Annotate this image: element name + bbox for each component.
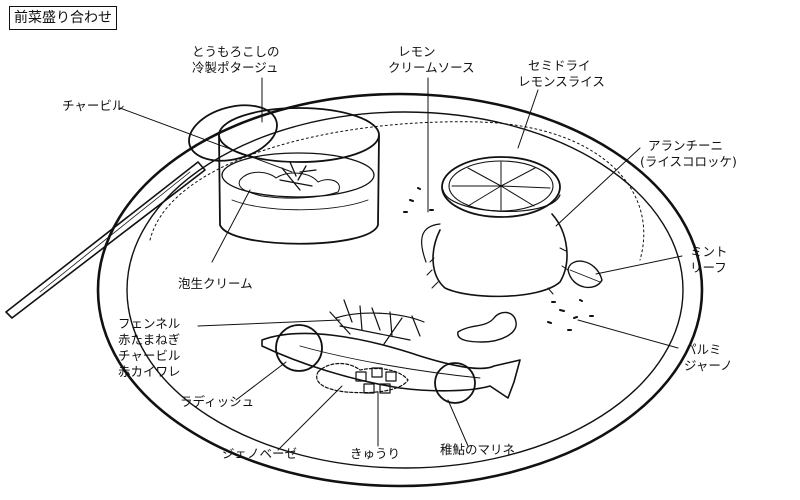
- leader-parmigiano: [577, 319, 679, 349]
- glass-rim: [218, 107, 380, 163]
- label-soup-line1: とうもろこしの: [192, 44, 280, 59]
- label-cream-line1: 泡生クリーム: [178, 276, 253, 291]
- label-garnish-line4: 赤カイワレ: [118, 364, 181, 379]
- label-radish-line1: ラディッシュ: [180, 394, 255, 409]
- label-genovese-line1: ジェノベーゼ: [222, 446, 298, 461]
- label-garnish-line1: フェンネル: [118, 316, 181, 331]
- parmigiano-crumbs: [403, 187, 594, 331]
- cucumber-cube: [363, 383, 375, 394]
- plate-well: [149, 121, 645, 261]
- label-mint-line1: ミント: [690, 244, 728, 259]
- label-mint-line2: リーフ: [690, 260, 727, 275]
- label-lemon-sauce-line1: レモン: [398, 44, 436, 59]
- leader-mint: [595, 255, 683, 275]
- label-chervil-top: チャービル: [62, 98, 124, 114]
- leader-garnish: [197, 319, 341, 327]
- label-lemon-sauce: レモン クリームソース: [388, 44, 475, 76]
- label-ayu: 稚鮎のマリネ: [440, 442, 515, 458]
- label-garnish-line2: 赤たまねぎ: [118, 332, 181, 347]
- cucumber-cube: [379, 383, 391, 394]
- arancini-base: [421, 223, 441, 263]
- label-garnish-line3: チャービル: [118, 348, 181, 363]
- glass-walls: [218, 135, 380, 245]
- label-genovese: ジェノベーゼ: [222, 446, 297, 462]
- leader-lemon-slice: [517, 89, 539, 149]
- garnish-herbs: [329, 299, 425, 345]
- cucumber-cube: [371, 367, 383, 378]
- label-lemon-slice: セミドライ レモンスライス: [518, 58, 605, 90]
- label-radish: ラディッシュ: [180, 394, 254, 410]
- foam: [238, 171, 340, 199]
- leader-chervil: [119, 107, 293, 173]
- lemon-slice-outer: [441, 156, 561, 218]
- leader-genovese: [277, 385, 343, 451]
- label-parmigiano: パルミ ジャーノ: [684, 342, 733, 374]
- label-chervil-top-line1: チャービル: [62, 98, 125, 113]
- label-parmigiano-line1: パルミ: [684, 342, 722, 357]
- spoon-bowl: [188, 104, 278, 162]
- label-cucumber-line1: きゅうり: [350, 446, 401, 461]
- ayu-fish-body: [261, 332, 521, 399]
- mint-leaf: [567, 260, 603, 289]
- label-arancini: アランチーニ (ライスコロッケ): [640, 138, 737, 170]
- plate-inner-rim: [126, 111, 684, 469]
- label-arancini-line2: (ライスコロッケ): [640, 154, 737, 169]
- radish-left: [275, 324, 323, 372]
- cucumber-cube: [355, 371, 367, 382]
- leader-cream: [211, 189, 251, 263]
- soup-surface: [221, 152, 375, 198]
- radish-right: [434, 362, 476, 404]
- label-lemon-slice-line2: レモンスライス: [518, 74, 605, 89]
- cucumber-cube: [385, 371, 397, 382]
- leader-arancini: [555, 147, 641, 227]
- label-lemon-slice-line1: セミドライ: [528, 58, 591, 73]
- lemon-cream-swirl: [457, 311, 517, 343]
- label-mint: ミント リーフ: [690, 244, 728, 276]
- label-lemon-sauce-line2: クリームソース: [388, 60, 475, 75]
- genovese-sauce: [316, 362, 409, 394]
- label-cucumber: きゅうり: [350, 446, 400, 462]
- plate-outer-rim: [96, 92, 704, 488]
- label-arancini-line1: アランチーニ: [648, 138, 724, 153]
- label-ayu-line1: 稚鮎のマリネ: [440, 442, 516, 457]
- lemon-segments: [451, 161, 551, 211]
- label-cream: 泡生クリーム: [178, 276, 253, 292]
- page-title: 前菜盛り合わせ: [9, 6, 117, 30]
- leader-ayu: [447, 399, 469, 447]
- label-soup-line2: 冷製ポタージュ: [192, 60, 279, 75]
- arancini-body: [432, 213, 568, 298]
- label-garnish: フェンネル 赤たまねぎ チャービル 赤カイワレ: [118, 316, 181, 380]
- spoon-handle: [5, 161, 206, 319]
- label-parmigiano-line2: ジャーノ: [684, 358, 733, 373]
- leader-radish: [235, 361, 287, 401]
- chervil-on-soup: [279, 161, 317, 191]
- label-soup: とうもろこしの 冷製ポタージュ: [192, 44, 280, 76]
